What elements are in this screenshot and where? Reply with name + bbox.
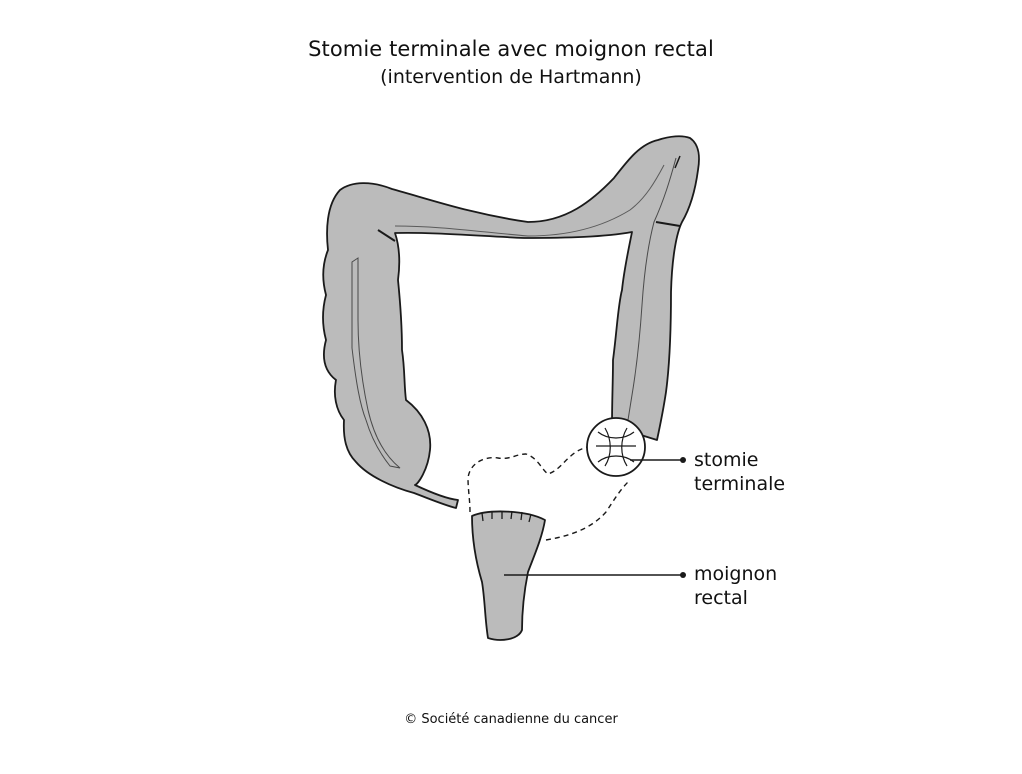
splenic-flexure-mark-1 [655,221,681,227]
rectal-stump-label-line-1: moignon [694,563,778,585]
colon-lumen-left [351,257,401,469]
rectal-stump-label-line-2: rectal [694,587,748,609]
hepatic-flexure-mark [377,229,396,242]
diagram-subtitle: (intervention de Hartmann) [380,66,642,88]
colon-lumen-transverse [394,164,665,237]
colon-shape [322,135,700,509]
rectal-stump-label: moignon rectal [694,562,777,610]
stoma-label-line-1: stomie [694,449,759,471]
stoma-label-line-2: terminale [694,473,786,495]
colon-lumen-descending [627,157,677,421]
stump-leader-dot [680,572,686,578]
title-block: Stomie terminale avec moignon rectal (in… [0,36,1022,90]
stoma-sutures [596,427,636,467]
splenic-flexure-mark-2 [674,155,681,169]
stoma-leader-dot [680,457,686,463]
copyright-notice: © Société canadienne du cancer [404,712,618,727]
stump-staple-marks [481,510,532,523]
stoma-label: stomie terminale [694,448,785,496]
stoma-circle [586,417,646,477]
rectal-stump [471,510,546,641]
removed-segment-outline [467,445,596,513]
removed-segment-lower [545,481,629,541]
diagram-title: Stomie terminale avec moignon rectal [308,37,714,61]
